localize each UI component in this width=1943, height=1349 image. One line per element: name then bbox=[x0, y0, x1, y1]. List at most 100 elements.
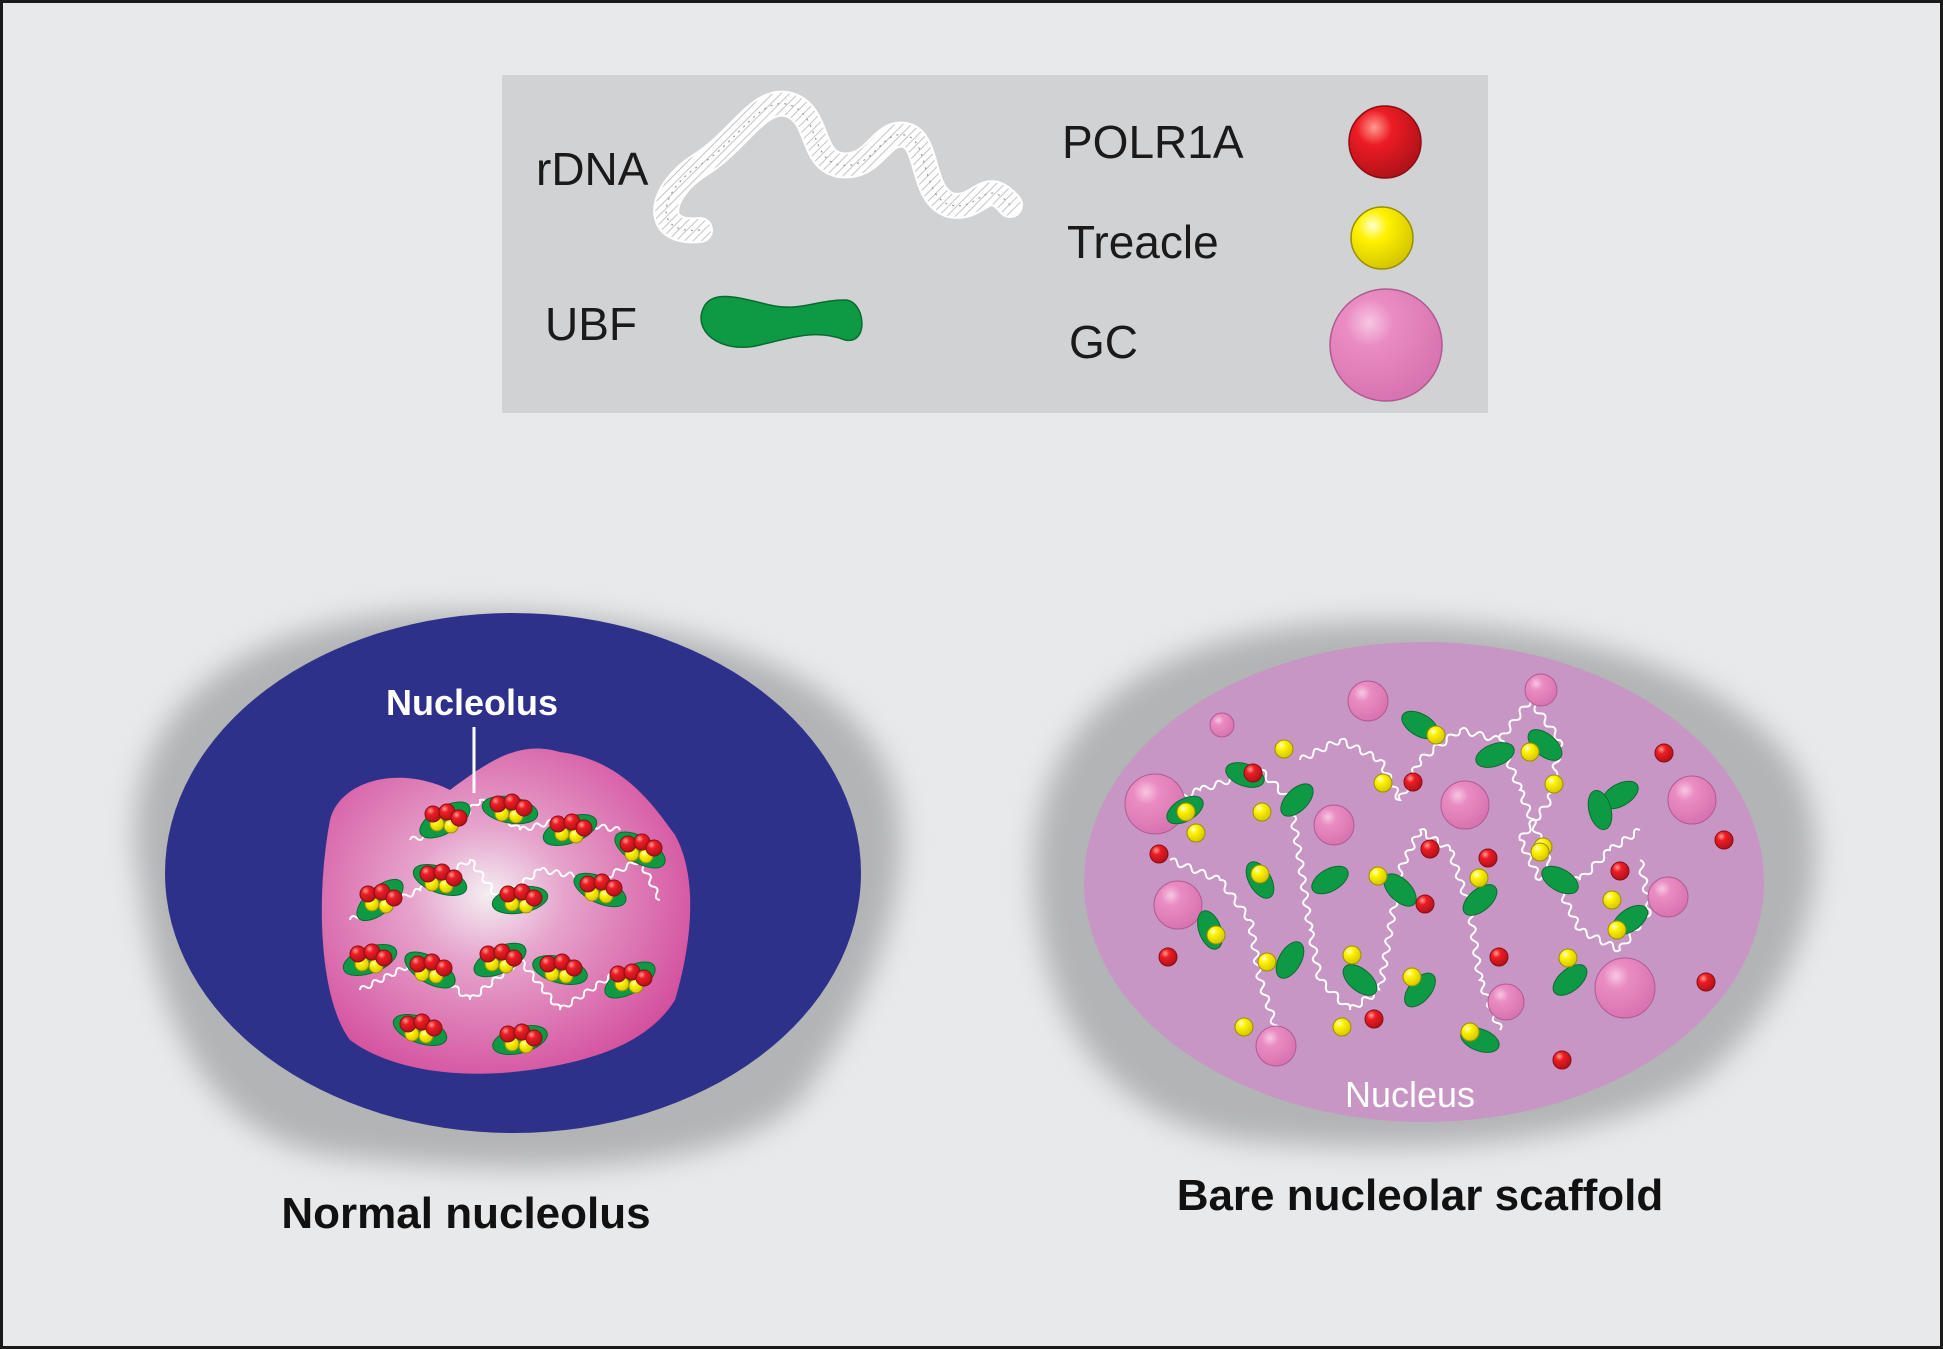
ubf-blob bbox=[1280, 783, 1314, 817]
polr1a-dot bbox=[1489, 947, 1509, 967]
ubf-blob bbox=[1342, 964, 1378, 996]
treacle-dot bbox=[1332, 1017, 1352, 1037]
polr1a-legend-icon bbox=[1348, 105, 1422, 179]
polr1a-dot bbox=[645, 839, 663, 857]
polr1a-dot bbox=[385, 889, 403, 907]
rdna-strand bbox=[1299, 727, 1652, 953]
treacle-dot bbox=[1176, 802, 1196, 822]
polr1a-dot bbox=[1158, 947, 1178, 967]
polr1a-dot bbox=[419, 865, 437, 883]
polr1a-dot bbox=[375, 949, 393, 967]
gc-legend-icon bbox=[1329, 288, 1443, 402]
polr1a-dot bbox=[515, 799, 533, 817]
treacle-dot bbox=[1469, 868, 1489, 888]
polr1a-dot bbox=[525, 1029, 543, 1047]
treacle-dot bbox=[1342, 945, 1362, 965]
treacle-dot bbox=[1426, 725, 1446, 745]
polr1a-dot bbox=[619, 835, 637, 853]
gc-droplet bbox=[1209, 712, 1235, 738]
polr1a-dot bbox=[565, 959, 583, 977]
polr1a-dot bbox=[499, 885, 517, 903]
polr1a-dot bbox=[575, 819, 593, 837]
ubf-blob bbox=[1587, 789, 1613, 831]
rdna-strand bbox=[1169, 857, 1281, 1041]
polr1a-dot bbox=[1654, 743, 1674, 763]
polr1a-dot bbox=[609, 965, 627, 983]
ubf-blob bbox=[1541, 865, 1579, 895]
polr1a-dot bbox=[1149, 844, 1169, 864]
polr1a-dot bbox=[635, 969, 653, 987]
polr1a-dot bbox=[605, 879, 623, 897]
legend-label-gc: GC bbox=[1069, 316, 1138, 368]
polr1a-dot bbox=[409, 955, 427, 973]
treacle-dot bbox=[1257, 952, 1277, 972]
bare-scaffold-panel: Nucleus Bare nucleolar scaffold bbox=[1034, 621, 1816, 1220]
polr1a-dot bbox=[489, 795, 507, 813]
polr1a-dot bbox=[435, 959, 453, 977]
ubf-legend-icon bbox=[700, 295, 863, 348]
normal-nucleolus-panel: Nucleolus Normal nucleolus bbox=[135, 611, 901, 1238]
polr1a-dot bbox=[1364, 1009, 1384, 1029]
gc-droplet bbox=[1153, 880, 1203, 930]
gc-droplet bbox=[1594, 957, 1656, 1019]
polr1a-dot bbox=[1696, 972, 1716, 992]
nucleus-label: Nucleus bbox=[1345, 1074, 1475, 1115]
ubf-blob bbox=[1275, 941, 1305, 979]
treacle-dot bbox=[1274, 739, 1294, 759]
polr1a-dot bbox=[499, 1025, 517, 1043]
ubf-blob bbox=[1462, 884, 1498, 916]
polr1a-dot bbox=[479, 945, 497, 963]
gc-droplet bbox=[1667, 775, 1717, 825]
legend: rDNA UBF POLR1A Treacle GC bbox=[502, 75, 1488, 413]
treacle-dot bbox=[1206, 925, 1226, 945]
normal-fibrillar-centers bbox=[342, 793, 666, 1055]
polr1a-dot bbox=[549, 815, 567, 833]
bare-scaffold-caption: Bare nucleolar scaffold bbox=[1177, 1171, 1664, 1220]
treacle-dot bbox=[1252, 802, 1272, 822]
rdna-strand bbox=[1498, 698, 1641, 884]
polr1a-dot bbox=[1243, 763, 1263, 783]
polr1a-dot bbox=[425, 1019, 443, 1037]
gc-droplet bbox=[1487, 983, 1525, 1021]
rdna-legend-icon bbox=[653, 90, 1023, 244]
polr1a-dot bbox=[349, 945, 367, 963]
ubf-blob bbox=[1475, 742, 1515, 768]
gc-droplet bbox=[1524, 673, 1558, 707]
treacle-dot bbox=[1186, 823, 1206, 843]
treacle-dot bbox=[1460, 1022, 1480, 1042]
treacle-dot bbox=[1607, 920, 1627, 940]
treacle-dot bbox=[1402, 967, 1422, 987]
polr1a-dot bbox=[399, 1015, 417, 1033]
polr1a-dot bbox=[1478, 848, 1498, 868]
treacle-legend-icon bbox=[1350, 206, 1414, 270]
legend-label-polr1a: POLR1A bbox=[1062, 116, 1244, 168]
gc-droplet bbox=[1440, 780, 1490, 830]
polr1a-dot bbox=[525, 889, 543, 907]
polr1a-dot bbox=[424, 805, 442, 823]
gc-droplet bbox=[1255, 1025, 1297, 1067]
legend-label-ubf: UBF bbox=[545, 298, 637, 350]
polr1a-dot bbox=[1403, 772, 1423, 792]
bare-nucleus bbox=[1084, 642, 1764, 1122]
treacle-dot bbox=[1602, 890, 1622, 910]
treacle-dot bbox=[1520, 742, 1540, 762]
ubf-blob bbox=[1552, 964, 1588, 996]
bare-scaffold-elements bbox=[1124, 673, 1734, 1070]
legend-label-treacle: Treacle bbox=[1067, 216, 1219, 268]
legend-label-rdna: rDNA bbox=[536, 143, 649, 195]
polr1a-dot bbox=[359, 885, 377, 903]
treacle-dot bbox=[1234, 1017, 1254, 1037]
treacle-dot bbox=[1558, 948, 1578, 968]
polr1a-dot bbox=[1610, 861, 1630, 881]
treacle-dot bbox=[1530, 842, 1550, 862]
treacle-dot bbox=[1373, 773, 1393, 793]
polr1a-dot bbox=[505, 949, 523, 967]
polr1a-dot bbox=[579, 875, 597, 893]
nucleolus-callout-label: Nucleolus bbox=[386, 682, 558, 723]
polr1a-dot bbox=[445, 869, 463, 887]
treacle-dot bbox=[1544, 774, 1564, 794]
gc-droplet bbox=[1313, 804, 1355, 846]
polr1a-dot bbox=[450, 809, 468, 827]
